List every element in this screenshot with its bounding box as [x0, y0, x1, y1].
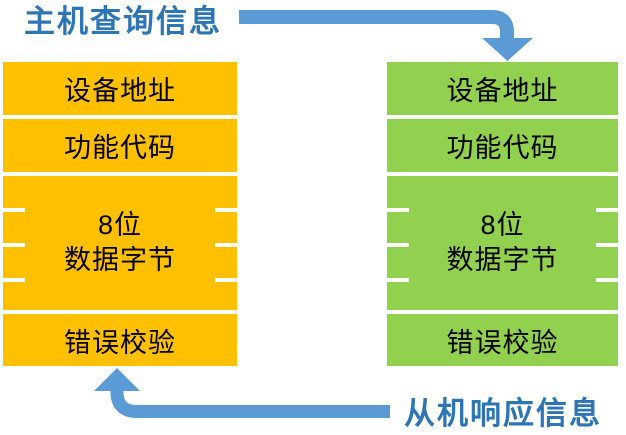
- master-data-bytes-line1: 8位: [97, 210, 143, 240]
- master-row-function-code: 功能代码: [3, 119, 237, 172]
- slave-data-bytes-line1: 8位: [480, 210, 525, 240]
- master-device-address-label: 设备地址: [64, 76, 176, 106]
- master-error-check-label: 错误校验: [64, 327, 176, 358]
- slave-row-data-bytes: 8位 数据字节: [387, 176, 618, 310]
- slave-response-label: 从机响应信息: [404, 396, 602, 431]
- master-row-error-check: 错误校验: [3, 314, 237, 366]
- master-row-data-bytes: 8位 数据字节: [3, 176, 237, 310]
- slave-row-function-code: 功能代码: [387, 119, 618, 172]
- byte-divider-tick: [387, 208, 409, 212]
- slave-data-bytes-line2: 数据字节: [446, 245, 559, 275]
- slave-row-error-check: 错误校验: [387, 314, 618, 366]
- slave-row-device-address: 设备地址: [387, 62, 618, 115]
- host-to-slave-arrow: [239, 10, 533, 61]
- byte-divider-tick: [387, 243, 409, 247]
- byte-divider-tick: [387, 278, 409, 282]
- slave-error-check-label: 错误校验: [446, 327, 559, 358]
- byte-divider-tick: [596, 208, 618, 212]
- byte-divider-tick: [596, 243, 618, 247]
- slave-response-frame: 设备地址 功能代码 8位 数据字节 错误校验: [387, 62, 618, 366]
- master-data-bytes-line2: 数据字节: [64, 245, 176, 275]
- slave-to-host-arrow: [94, 368, 390, 418]
- byte-divider-tick: [215, 243, 237, 247]
- byte-divider-tick: [3, 243, 25, 247]
- byte-divider-tick: [596, 278, 618, 282]
- slave-function-code-label: 功能代码: [446, 133, 559, 163]
- byte-divider-tick: [3, 278, 25, 282]
- byte-divider-tick: [215, 208, 237, 212]
- host-query-label: 主机查询信息: [24, 4, 222, 39]
- byte-divider-tick: [3, 208, 25, 212]
- slave-device-address-label: 设备地址: [446, 76, 559, 106]
- master-query-frame: 设备地址 功能代码 8位 数据字节 错误校验: [3, 62, 237, 366]
- master-row-device-address: 设备地址: [3, 62, 237, 115]
- byte-divider-tick: [215, 278, 237, 282]
- master-function-code-label: 功能代码: [64, 133, 176, 163]
